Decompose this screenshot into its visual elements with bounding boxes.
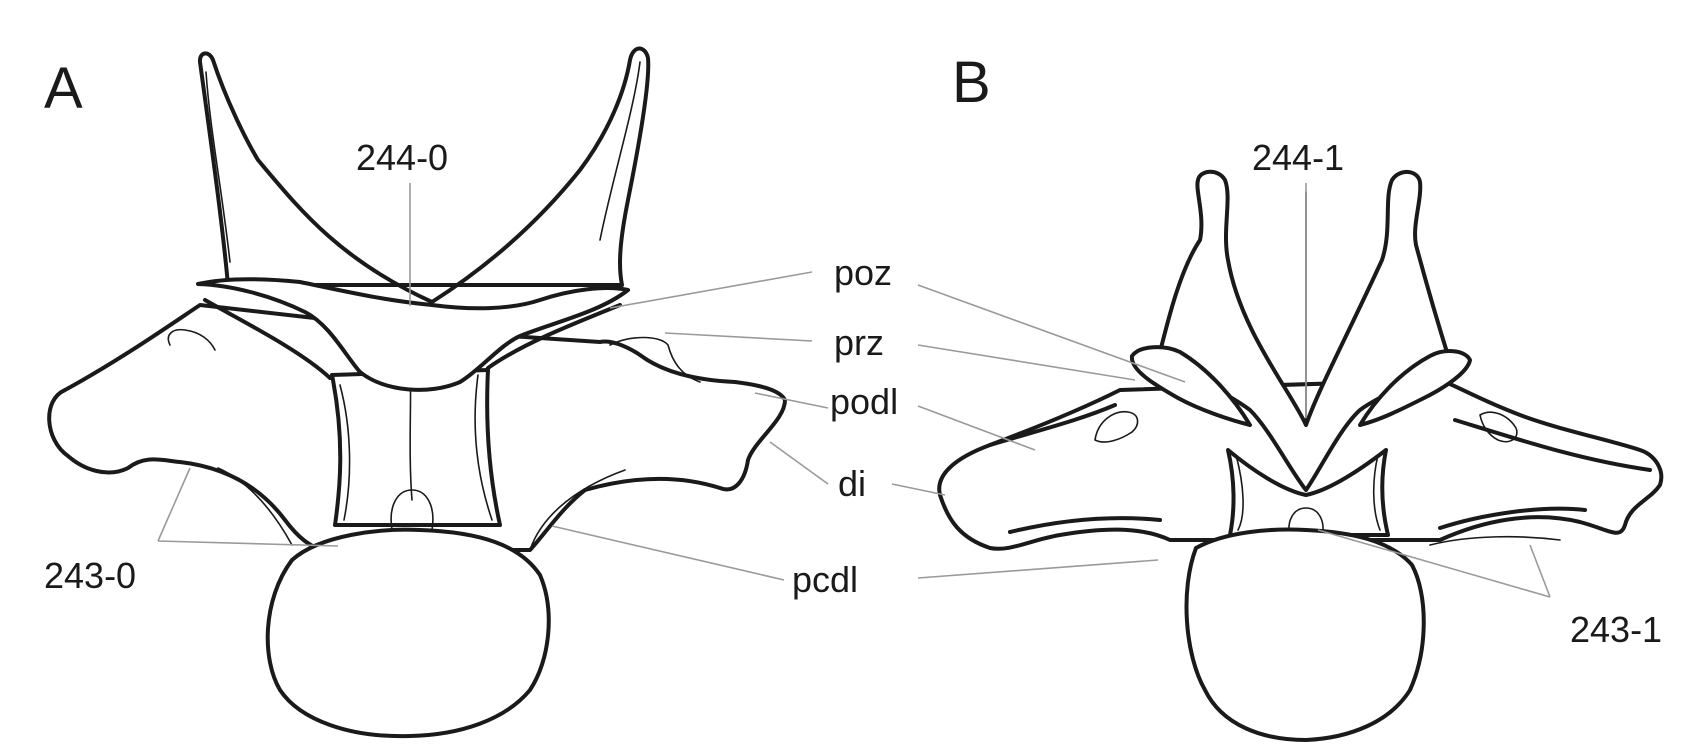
vertebra-a-arch-line-left [339,384,351,521]
leader-243-0-a [157,467,191,542]
vertebra-b [937,169,1664,742]
vertebra-a [47,46,787,739]
vertebra-a-neural-canal [390,489,434,531]
vertebra-b-rim-right [1438,506,1587,530]
leader-prz-a [664,332,813,342]
vertebra-a-poz-left-edge [203,298,332,380]
vertebra-b-poz-right [1358,349,1472,427]
vertebra-b-poz-left [1129,345,1252,427]
vertebra-b-centrum [1184,527,1426,742]
leader-243-1-b [1529,544,1551,598]
label-243-0: 243-0 [44,555,136,596]
label-244-1: 244-1 [1252,137,1344,178]
vertebra-a-postzygapophyses [196,277,630,392]
labels: A B 244-0 243-0 244-1 243-1 poz prz podl… [44,50,1662,650]
label-di: di [838,463,866,504]
leader-prz-b [917,344,1136,381]
label-poz: poz [834,252,892,293]
leader-243-0-b [157,540,339,547]
vertebra-b-podl-left-edge [988,403,1117,447]
leader-poz-a [609,271,813,309]
vertebra-a-neural-arch [330,368,502,527]
vertebra-a-prz-left [167,328,216,351]
leader-243-1-a [1317,529,1551,598]
leader-pcdl-a [551,525,785,581]
vertebra-b-rim-left [1008,516,1162,534]
vertebra-a-spine-inner-left [205,71,231,263]
panel-letter-a: A [44,56,83,121]
leader-podl-b [917,405,1036,451]
panel-letter-b: B [952,50,991,115]
vertebra-a-spine-inner-right [599,61,641,241]
leader-podl-a [754,392,829,409]
label-podl: podl [830,381,898,422]
vertebra-a-neural-spine [197,46,651,304]
vertebra-b-neural-spine [1156,169,1452,492]
label-pcdl: pcdl [792,559,858,600]
vertebra-b-arch-line-left [1235,454,1244,531]
vertebra-b-arch-line-right [1372,454,1381,531]
vertebra-a-prz-right [609,336,701,383]
label-244-0: 244-0 [356,137,448,178]
label-243-1: 243-1 [1570,609,1662,650]
leader-di-b [891,483,946,496]
vertebra-a-centrum [265,527,551,739]
vertebra-a-poz-right-edge [486,303,622,370]
leader-pcdl-b [917,559,1159,579]
vertebra-b-prz-left [1094,411,1139,443]
vertebra-b-neural-canal [1288,507,1324,539]
vertebra-a-pcdl-left [217,467,293,546]
vertebra-b-podl-right-edge [1453,418,1652,472]
leader-poz-b [917,284,1186,383]
label-prz: prz [834,322,884,363]
leader-di-a [769,441,829,485]
vertebra-a-pcdl-right [529,469,626,551]
vertebra-b-neural-arch [1226,448,1390,537]
leader-lines [157,183,1551,598]
vertebra-a-arch-line-right [474,374,493,521]
vertebra-b-pcdl-right [1429,535,1561,546]
